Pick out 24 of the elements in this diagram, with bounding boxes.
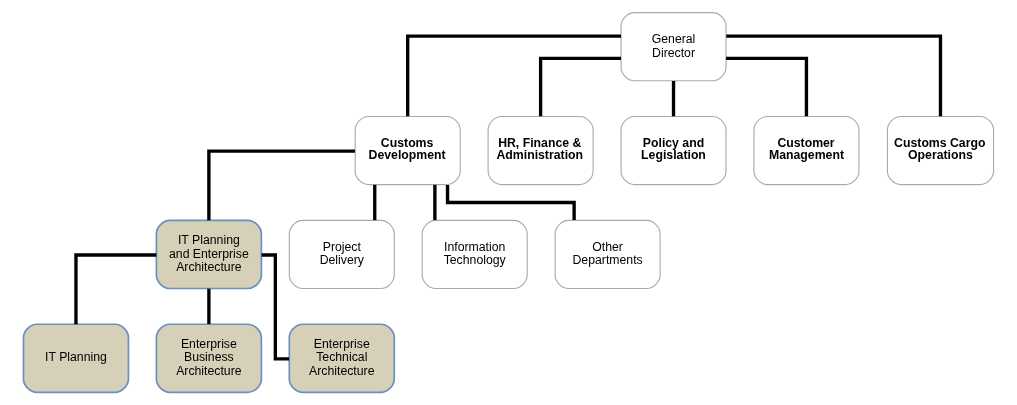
node-box: Enterprise Technical Architecture (288, 323, 396, 394)
connector (406, 34, 621, 117)
connector (538, 56, 621, 117)
node-box: General Director (620, 12, 727, 82)
connector (726, 56, 809, 117)
connector (74, 253, 157, 325)
node-box: Customs Development (354, 115, 461, 186)
connector (261, 253, 290, 361)
node-box: Information Technology (421, 219, 528, 290)
node-box: Customs Cargo Operations (886, 115, 995, 186)
connector (207, 288, 211, 325)
node-box: HR, Finance & Administration (487, 115, 594, 186)
connector (726, 34, 943, 117)
connector (373, 184, 377, 221)
node-box: IT Planning and Enterprise Architecture (155, 219, 263, 290)
node-box: Customer Management (753, 115, 860, 186)
node-box: IT Planning (22, 323, 130, 394)
connector (207, 149, 355, 221)
node-box: Other Departments (554, 219, 661, 290)
node-box: Project Delivery (288, 219, 395, 290)
connector (433, 184, 437, 221)
node-box: Policy and Legislation (620, 115, 727, 186)
connector (671, 81, 676, 117)
node-box: Enterprise Business Architecture (155, 323, 263, 394)
